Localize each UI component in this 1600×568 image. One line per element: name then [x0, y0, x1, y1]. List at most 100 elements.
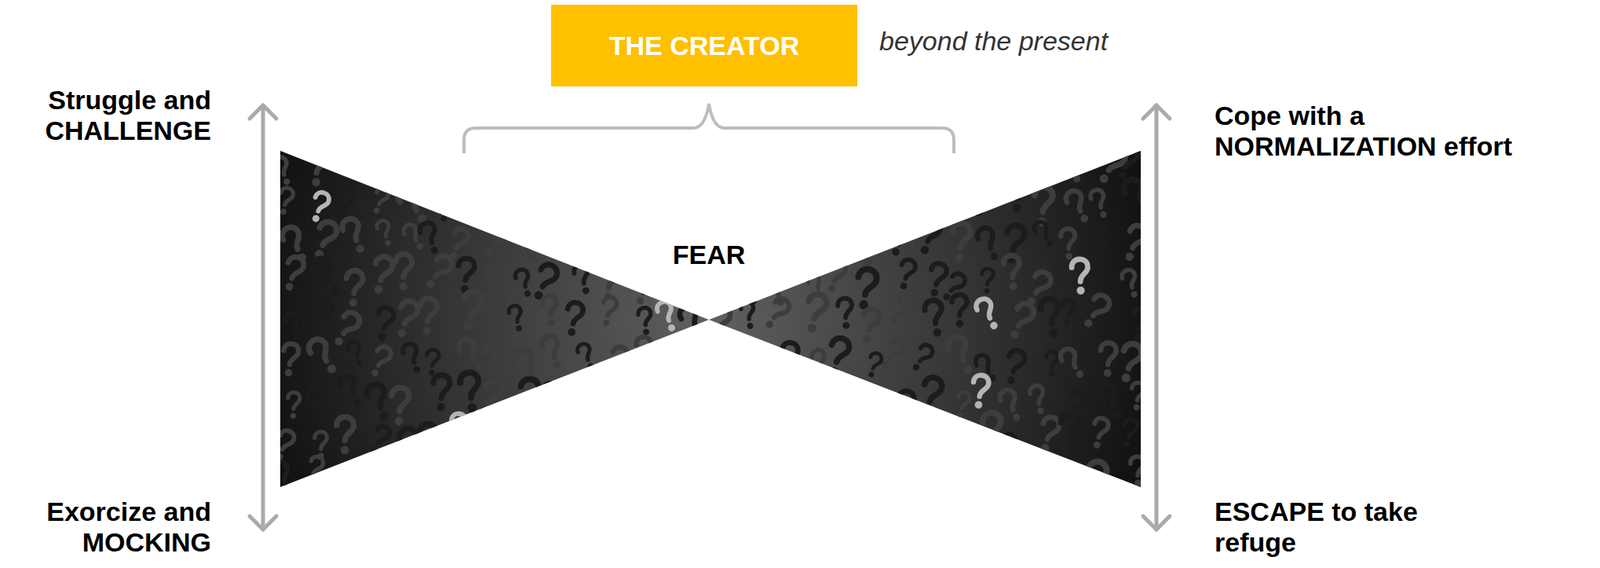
question-mark: [1071, 259, 1089, 295]
question-mark: [655, 459, 676, 497]
question-mark: [949, 222, 972, 263]
question-mark: [458, 289, 485, 333]
question-mark: [1089, 416, 1111, 450]
question-mark: [807, 388, 830, 423]
question-mark: [1099, 342, 1118, 377]
question-mark: [657, 269, 676, 297]
question-mark: [887, 221, 913, 258]
question-mark: [339, 215, 370, 256]
question-mark: [389, 467, 411, 499]
question-mark: [1060, 228, 1077, 260]
question-mark: [306, 387, 322, 418]
question-mark: [837, 431, 857, 461]
question-mark: [344, 270, 363, 307]
question-mark: [600, 266, 618, 300]
question-mark: [1060, 412, 1081, 451]
question-mark: [683, 372, 712, 407]
question-mark: [624, 455, 642, 490]
question-mark: [962, 149, 998, 191]
question-mark: [474, 379, 505, 419]
question-mark: [540, 333, 566, 371]
question-mark: [308, 190, 331, 224]
question-mark: [423, 460, 452, 501]
question-mark: [886, 178, 912, 216]
question-mark: [519, 138, 540, 171]
question-mark: [595, 383, 617, 417]
question-mark: [1000, 138, 1031, 179]
question-mark: [810, 192, 831, 223]
question-mark: [403, 148, 423, 184]
curly-bracket: [463, 103, 954, 154]
question-mark: [270, 459, 298, 497]
question-mark: [690, 187, 709, 220]
question-mark: [792, 466, 824, 505]
question-mark: [916, 217, 943, 256]
question-mark: [708, 427, 731, 462]
question-mark: [421, 252, 455, 292]
question-mark: [926, 262, 948, 298]
question-mark: [1129, 306, 1150, 343]
question-mark: [1120, 418, 1139, 449]
axis-label: Struggle and CHALLENGE: [5, 84, 212, 147]
question-mark: [304, 454, 326, 485]
question-mark: [717, 373, 735, 406]
question-mark: [1130, 456, 1146, 486]
subtitle-note: beyond the present: [879, 25, 1210, 57]
question-mark: [632, 142, 659, 181]
question-mark: [305, 336, 341, 377]
question-mark: [512, 456, 545, 498]
question-mark: [1120, 222, 1149, 264]
question-mark: [802, 292, 829, 334]
question-mark: [764, 144, 790, 173]
question-mark: [511, 222, 541, 264]
question-mark: [854, 387, 875, 424]
bowtie-ground: [274, 141, 1147, 495]
question-mark: [1092, 259, 1105, 286]
question-mark: [271, 154, 295, 187]
question-mark: [368, 468, 384, 498]
question-mark: [1089, 222, 1111, 253]
question-mark: [854, 267, 878, 311]
question-mark: [541, 139, 564, 173]
axis-label: ESCAPE to take refuge: [1214, 496, 1451, 558]
question-mark: [1120, 268, 1142, 300]
question-mark: [775, 340, 800, 378]
question-mark: [858, 227, 888, 270]
question-mark: [708, 305, 732, 344]
question-mark: [1061, 299, 1076, 326]
question-mark: [271, 427, 296, 462]
question-mark: [607, 148, 625, 183]
question-mark: [922, 460, 937, 486]
question-mark: [1116, 341, 1144, 384]
question-mark: [306, 299, 335, 337]
axis-label: Cope with a NORMALIZATION effort: [1214, 100, 1545, 162]
question-mark: [342, 466, 364, 497]
question-mark: [287, 391, 301, 419]
question-mark: [637, 306, 653, 336]
question-mark: [1088, 187, 1111, 220]
question-mark: [761, 295, 793, 332]
question-mark: [1046, 460, 1060, 489]
question-mark: [1059, 149, 1085, 184]
question-mark: [837, 297, 854, 329]
question-mark: [803, 143, 830, 183]
question-mark: [810, 348, 828, 378]
question-mark: [834, 157, 848, 184]
question-mark: [347, 339, 366, 367]
question-mark: [751, 417, 769, 450]
question-mark: [744, 149, 779, 191]
question-mark: [1000, 452, 1023, 493]
question-mark: [890, 422, 905, 450]
question-mark: [621, 379, 646, 415]
question-mark: [894, 145, 921, 183]
question-mark: [276, 186, 294, 216]
question-mark: [366, 423, 393, 456]
question-mark: [364, 381, 394, 423]
question-mark: [809, 225, 829, 264]
question-mark: [682, 420, 702, 449]
question-mark: [752, 195, 768, 227]
question-mark: [482, 190, 497, 220]
question-mark: [602, 344, 631, 384]
question-mark: [375, 219, 395, 248]
question-mark: [343, 141, 365, 175]
